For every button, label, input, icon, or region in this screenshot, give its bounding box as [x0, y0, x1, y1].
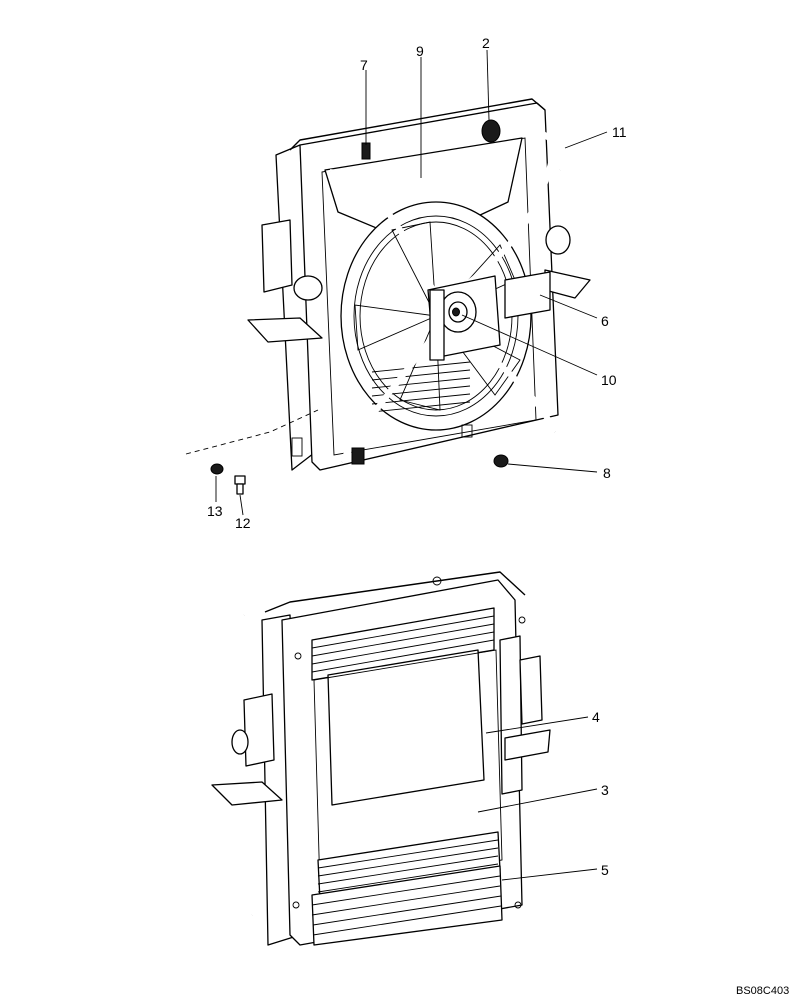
callout-11: 11 [612, 124, 627, 140]
drawing-code: BS08C403 [736, 985, 789, 997]
callout-labels: 2 7 9 11 6 10 8 13 12 4 3 5 [207, 35, 627, 878]
bolt-part [234, 475, 246, 495]
fitting-part [493, 454, 509, 468]
callout-9: 9 [416, 43, 424, 59]
callout-6: 6 [601, 313, 609, 329]
callout-12: 12 [235, 515, 251, 531]
radiator-assembly [211, 571, 551, 946]
callout-4: 4 [592, 709, 600, 725]
fan-motor [427, 275, 501, 361]
callout-10: 10 [601, 372, 617, 388]
callout-8: 8 [603, 465, 611, 481]
callout-5: 5 [601, 862, 609, 878]
fan-shroud-assembly [185, 98, 591, 495]
callout-2: 2 [482, 35, 490, 51]
nut-part [210, 463, 224, 475]
callout-3: 3 [601, 782, 609, 798]
leader-lines [215, 49, 608, 881]
callout-13: 13 [207, 503, 223, 519]
oil-cooler [311, 865, 503, 946]
callout-7: 7 [360, 57, 368, 73]
condenser-panel [327, 649, 485, 806]
